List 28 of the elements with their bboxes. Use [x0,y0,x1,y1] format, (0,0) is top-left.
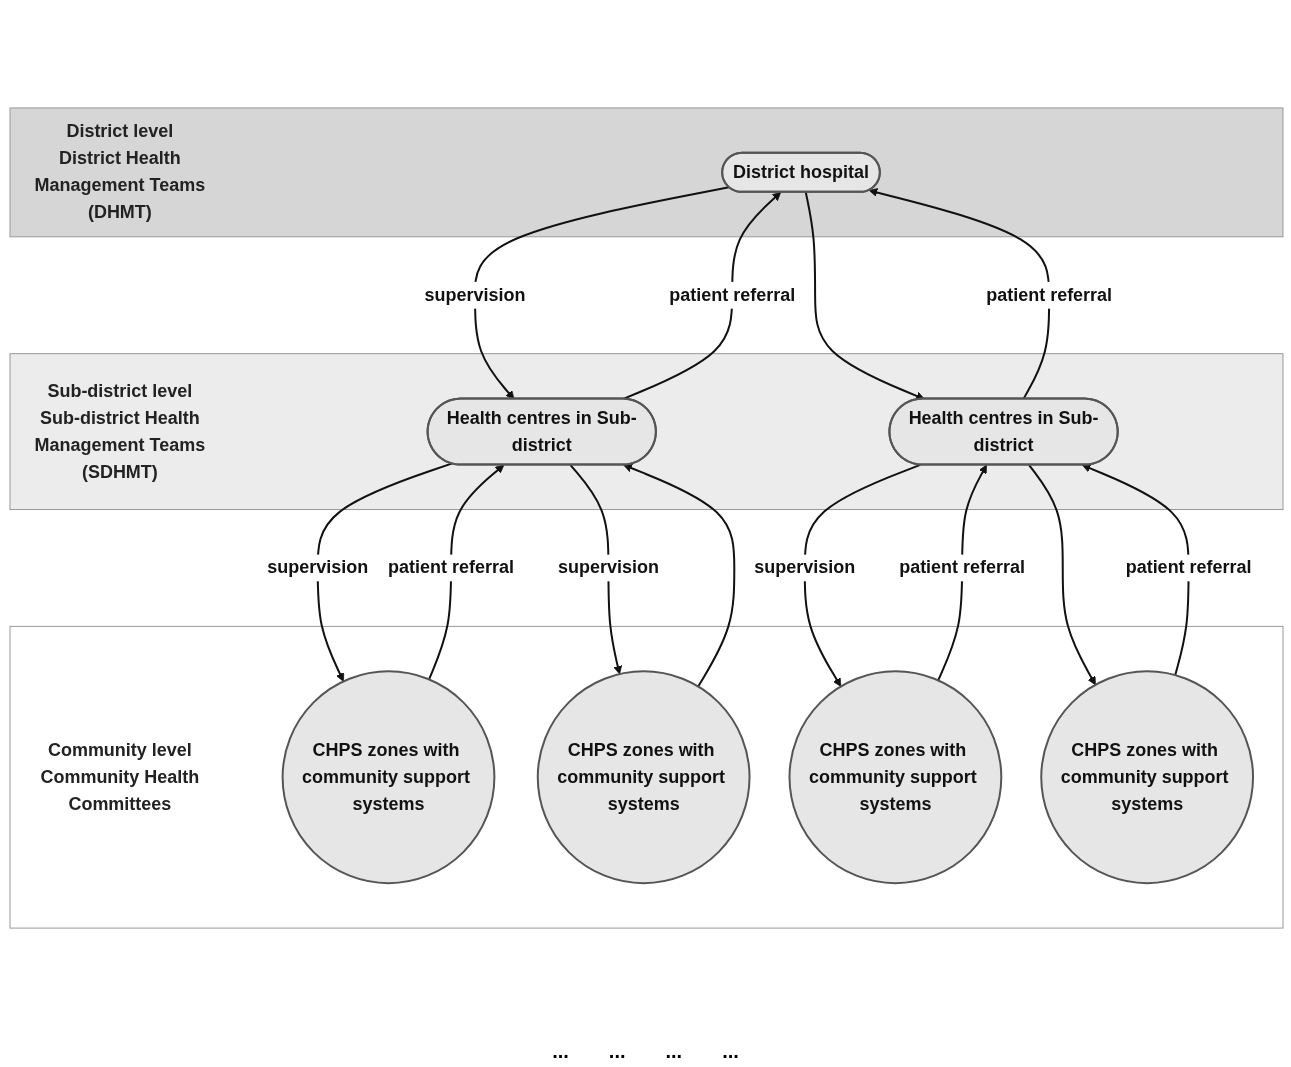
arrow [1028,464,1096,686]
edge-label: supervision [267,557,369,578]
ellipsis-mark: ... [722,1040,739,1063]
edge-label: patient referral [899,557,1026,578]
ellipsis-mark: ... [552,1040,569,1063]
arrow [937,464,987,682]
edge-label: supervision [424,284,526,305]
arrow [803,463,922,687]
arrow [474,186,730,400]
arrow [623,463,736,688]
arrow [804,191,925,401]
arrow [621,191,782,401]
node-circle: CHPS zones with community support systems [788,670,1003,885]
arrow [428,464,505,681]
ellipsis-mark: ... [665,1040,683,1063]
node-circle: CHPS zones with community support systems [1040,670,1255,885]
edge-label: supervision [557,557,659,578]
node-circle: CHPS zones with community support systems [281,670,496,885]
edge-label: patient referral [1125,557,1252,578]
ellipsis-mark: ... [608,1040,626,1063]
edge-label: patient referral [388,557,515,578]
edge-label: supervision [754,557,856,578]
arrow [569,464,623,675]
arrow [1081,464,1190,677]
arrow [316,462,453,682]
edge-label: patient referral [669,284,796,305]
node-circle: CHPS zones with community support systems [536,670,751,885]
edge-label: patient referral [986,284,1113,305]
